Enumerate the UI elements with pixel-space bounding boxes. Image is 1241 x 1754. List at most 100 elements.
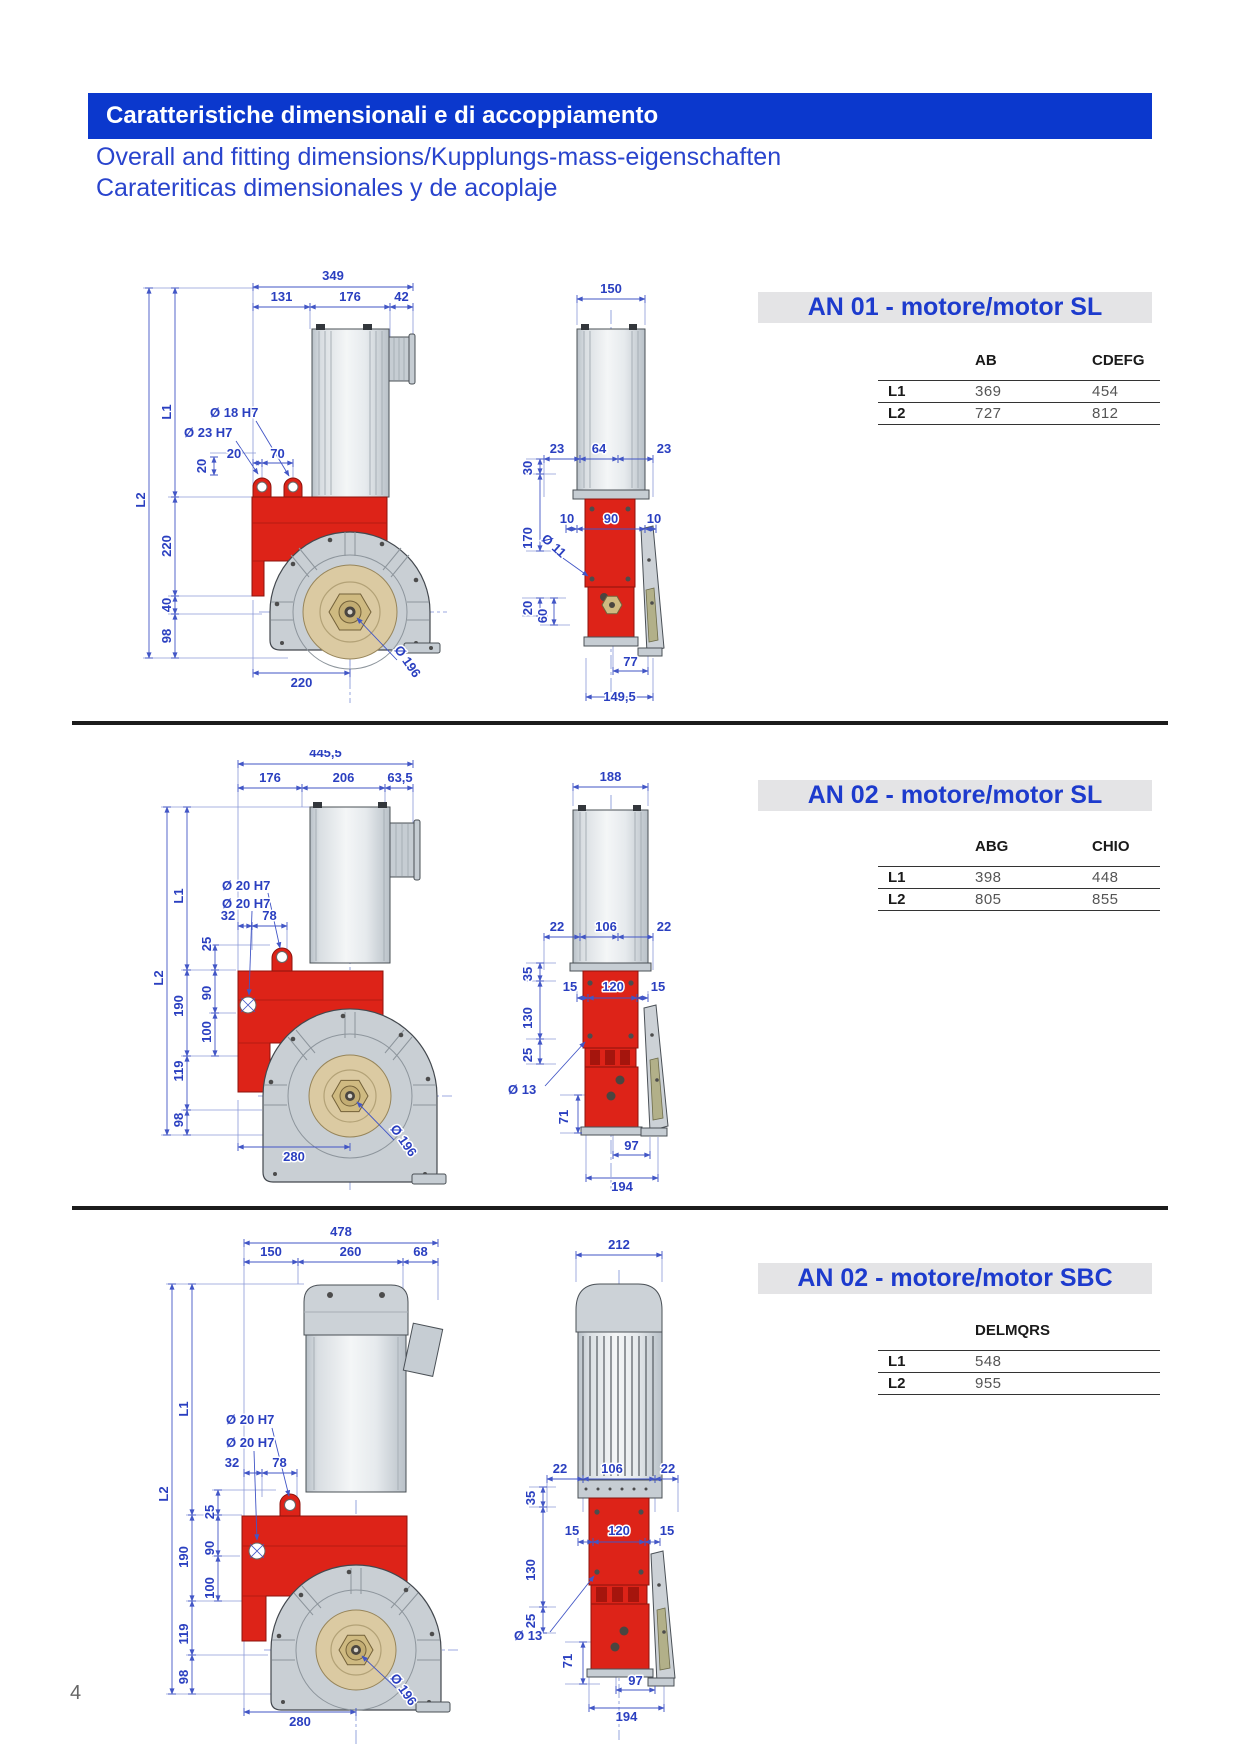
dim-label: 106 xyxy=(595,919,617,934)
front-view xyxy=(166,1247,458,1745)
dim-label: 64 xyxy=(592,441,607,456)
cell-value: 454 xyxy=(1092,383,1119,400)
dim-label: 23 xyxy=(550,441,564,456)
table-rule xyxy=(878,1372,1160,1373)
dim-label: 78 xyxy=(272,1455,286,1470)
cell-value: 805 xyxy=(975,891,1002,908)
dim-label: 22 xyxy=(661,1461,675,1476)
dim-label: 130 xyxy=(523,1559,538,1581)
dim-label: Ø 13 xyxy=(508,1082,536,1097)
dim-label: 40 xyxy=(159,598,174,612)
dim-label: Ø 11 xyxy=(539,531,569,561)
column-header: CDEFG xyxy=(1092,352,1145,369)
dim-label: 150 xyxy=(600,281,622,296)
dim-label: Ø 20 H7 xyxy=(226,1412,274,1427)
section-divider xyxy=(72,721,1168,725)
dim-label: 77 xyxy=(623,654,637,669)
table-rule xyxy=(878,866,1160,867)
dim-label: 25 xyxy=(199,937,214,951)
dim-label: 119 xyxy=(176,1624,191,1645)
table-rule xyxy=(878,1350,1160,1351)
cell-value: 812 xyxy=(1092,405,1119,422)
column-header: DELMQRS xyxy=(975,1322,1050,1339)
dim-label: 176 xyxy=(259,770,281,785)
dim-label: 260 xyxy=(340,1244,362,1259)
dim-label: 20 xyxy=(227,446,241,461)
dim-label: 176 xyxy=(339,289,361,304)
cell-value: 448 xyxy=(1092,869,1119,886)
dim-label: 22 xyxy=(553,1461,567,1476)
dim-label: 150 xyxy=(260,1244,282,1259)
dim-label: 445,5 xyxy=(309,750,342,760)
dim-label: 35 xyxy=(520,967,535,981)
dim-label: 25 xyxy=(523,1614,538,1628)
dim-label: 120 xyxy=(602,979,624,994)
table-rule xyxy=(878,424,1160,425)
dim-label: Ø 13 xyxy=(514,1628,542,1643)
dim-label: 32 xyxy=(225,1455,239,1470)
table-rule xyxy=(878,402,1160,403)
dim-label: 60 xyxy=(535,609,550,623)
column-header: CHIO xyxy=(1092,838,1130,855)
section-title: AN 01 - motore/motor SL xyxy=(807,293,1103,321)
table-rule xyxy=(878,888,1160,889)
dim-label: L1 xyxy=(171,888,186,903)
row-label: L1 xyxy=(888,869,906,886)
dim-label: 10 xyxy=(647,511,661,526)
dim-label: Ø 20 H7 xyxy=(222,896,270,911)
dim-label: 280 xyxy=(283,1149,305,1164)
row-label: L2 xyxy=(888,891,906,908)
dim-label: 349 xyxy=(322,268,344,283)
subtitle-line-1: Overall and fitting dimensions/Kupplungs… xyxy=(96,143,782,171)
front-view xyxy=(161,768,452,1190)
dim-label: 90 xyxy=(604,511,618,526)
dim-label: 30 xyxy=(520,461,535,475)
dim-label: 70 xyxy=(270,446,284,461)
dim-label: 194 xyxy=(616,1709,638,1724)
cell-value: 955 xyxy=(975,1375,1002,1392)
dim-label: 63,5 xyxy=(387,770,412,785)
dim-label: 23 xyxy=(657,441,671,456)
section-title-bar: AN 02 - motore/motor SBC xyxy=(758,1263,1152,1294)
dim-label: 32 xyxy=(221,908,235,923)
dim-label: 15 xyxy=(565,1523,579,1538)
dim-label: 78 xyxy=(262,908,276,923)
row-label: L2 xyxy=(888,405,906,422)
row-label: L2 xyxy=(888,1375,906,1392)
side-view xyxy=(529,1259,679,1740)
cell-value: 548 xyxy=(975,1353,1002,1370)
dim-label: 90 xyxy=(199,986,214,1000)
section-title-bar: AN 01 - motore/motor SL xyxy=(758,292,1152,323)
row-label: L1 xyxy=(888,1353,906,1370)
dim-label: Ø 20 H7 xyxy=(222,878,270,893)
page-number: 4 xyxy=(70,1682,82,1704)
dim-label: 212 xyxy=(608,1237,630,1252)
dim-label: 20 xyxy=(194,459,209,473)
dim-label: 98 xyxy=(159,629,174,643)
dim-label: 97 xyxy=(624,1138,638,1153)
dim-label: 131 xyxy=(271,289,293,304)
dim-label: 71 xyxy=(560,1654,575,1668)
dim-label: 22 xyxy=(550,919,564,934)
subtitle-line-2: Carateriticas dimensionales y de acoplaj… xyxy=(96,174,558,202)
cell-value: 369 xyxy=(975,383,1002,400)
dim-label: 149,5 xyxy=(603,689,636,704)
dim-label: 220 xyxy=(291,675,313,690)
column-header: ABG xyxy=(975,838,1009,855)
dim-label: 188 xyxy=(600,769,622,784)
dim-label: 100 xyxy=(202,1577,217,1599)
section-title: AN 02 - motore/motor SBC xyxy=(797,1264,1113,1292)
dim-label: 170 xyxy=(520,527,535,549)
section-divider xyxy=(72,1206,1168,1210)
dim-label: 90 xyxy=(202,1541,217,1555)
dim-label: L2 xyxy=(133,492,148,507)
cell-value: 398 xyxy=(975,869,1002,886)
dim-label: L2 xyxy=(151,970,166,985)
page-subtitle: Overall and fitting dimensions/Kupplungs… xyxy=(96,142,781,204)
dim-label: 22 xyxy=(657,919,671,934)
dim-label: 42 xyxy=(394,289,408,304)
page-title-bar: Caratteristiche dimensionali e di accopp… xyxy=(88,93,1152,139)
dim-label: 130 xyxy=(520,1007,535,1029)
dim-label: 10 xyxy=(560,511,574,526)
